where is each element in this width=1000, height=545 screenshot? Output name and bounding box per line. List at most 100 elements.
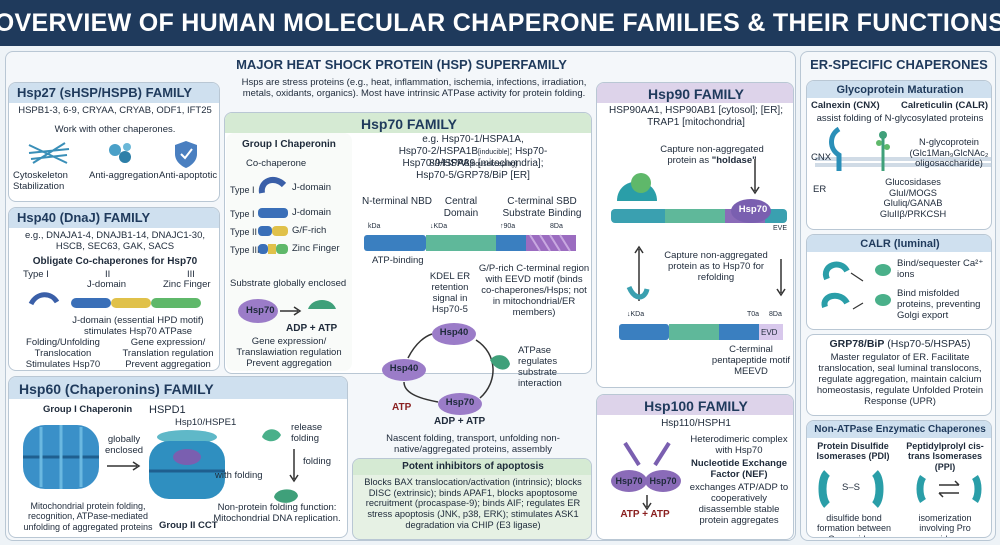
hsp27-note: Work with other chaperones. (54, 124, 176, 135)
hsp40-members: e.g., DNAJA1-4, DNAJB1-14, DNAJC1-30, HS… (24, 230, 206, 252)
hsp70-gprich: G/P-rich C-terminal region with EEVD mot… (478, 263, 590, 318)
page-header: OVERVIEW OF HUMAN MOLECULAR CHAPERONE FA… (0, 0, 1000, 46)
pdi-ss: S–S (842, 482, 860, 493)
hsp40-right-funcs: Gene expression/ Translation regulation … (122, 337, 214, 370)
hsp90-panel: Hsp90 FAMILY HSP90AA1, HSP90AB1 [cytosol… (596, 82, 794, 388)
hsp90-kda-2: T0a (747, 311, 760, 318)
hsp70-members-3: Hsp70-9/HSPA9 [mitochondria]; (402, 158, 544, 169)
hsp100-hetero: Heterodimeric complex with Hsp70 (690, 434, 788, 456)
nglycan-label: N-glycoprotein (Glc1Man₉GlcNAc₂ oligosac… (909, 137, 989, 169)
hsp70-type3: Type III (230, 245, 260, 255)
refold-arrows-icon (634, 245, 644, 301)
hsp100-hsp70-a: Hsp70 (615, 476, 643, 486)
jdomain-shape-icon (258, 176, 287, 194)
hsp40-type3: III (187, 269, 195, 280)
jdomain-bar-icon (258, 208, 288, 218)
hsp70-gene: Gene expression/ Translawiation regulati… (236, 336, 342, 369)
hsp70-sbd-label: C-terminal SBD Substrate Binding (502, 196, 582, 219)
grp78-title-sub: (Hsp70-5/HSPA5) (887, 338, 971, 350)
arrow-right-icon (107, 461, 141, 471)
hsp70-title: Hsp70 FAMILY (361, 116, 457, 132)
hsp70-kda-2: ↓KDa (430, 223, 448, 230)
glucosidases-label: Glucosidases GluI/MOGS Gluliq/GANAB GluI… (879, 177, 947, 220)
hsp60-panel: Hsp60 (Chaperonins) FAMILY Group I Chape… (8, 376, 348, 538)
hsp40-jdomain: J-domain (87, 279, 127, 290)
folded-protein-icon (274, 489, 298, 503)
gf-rich-bar-icon (258, 226, 288, 236)
hsp90-members: HSP90AA1, HSP90AB1 [cytosol]; [ER]; TRAP… (609, 105, 783, 128)
chaperonin-barrel-icon (23, 425, 99, 489)
substrate-loop-icon (626, 285, 650, 300)
hsp27-panel: Hsp27 (sHSP/HSPB) FAMILY HSPB1-3, 6-9, C… (8, 82, 220, 202)
hsp90-clamp-icon (611, 159, 787, 223)
hsp70-cochap: Co-chaperone (246, 158, 307, 169)
glyco-assist: assist folding of N-glycosylated protein… (816, 113, 984, 124)
hsp70-kda-3: ↑90a (500, 223, 516, 230)
zinc-finger-bar-icon (258, 244, 288, 254)
ppi-title: Peptidylprolyl cis-trans Isomerases (PPI… (906, 441, 984, 472)
hsp70-members-2: Hsp70-2/HSPA1B[inducible]; Hsp70-8/HSPA8… (356, 146, 590, 169)
hsp90-capture1-text: Capture non-aggregated protein as (660, 144, 764, 166)
hsp70-kda-4: 8Da (550, 223, 563, 230)
hsp70-cycle-icon (382, 323, 510, 415)
hsp60-folding: folding (303, 456, 331, 467)
superfamily-title: MAJOR HEAT SHOCK PROTEIN (HSP) SUPERFAMI… (236, 57, 567, 72)
er-side-label: ER (813, 184, 827, 195)
superfamily-desc: Hsps are stress proteins (e.g., heat, in… (241, 77, 587, 99)
cycle-atp: ATP (392, 402, 412, 413)
calr-func-1: Bind/sequester Ca²⁺ ions (897, 258, 984, 280)
hsp90-hsp70-label: Hsp70 (738, 204, 768, 215)
nonatp-title: Non-ATPase Enzymatic Chaperones (814, 424, 986, 435)
glyco-panel: Glycoprotein Maturation Calnexin (CNX) C… (806, 80, 992, 230)
calr-title: CALR (luminal) (860, 238, 940, 250)
hsp27-func-3: Anti-apoptotic (159, 170, 218, 181)
hsp70-member-hspa1b: Hsp70-2/HSPA1B (398, 146, 478, 157)
calnexin-label: Calnexin (CNX) (811, 100, 880, 111)
nonatp-panel: Non-ATPase Enzymatic Chaperones Protein … (806, 420, 992, 538)
hsp70-kdel: KDEL ER retention signal in Hsp70-5 (429, 271, 471, 315)
calr-icon (821, 261, 864, 310)
hsp70-members-1: e.g. Hsp70-1/HSPA1A, (422, 134, 524, 145)
shield-icon (175, 141, 197, 168)
hsp60-mito: Mitochondrial protein folding, recogniti… (23, 501, 153, 532)
hsp70-atp-binding: ATP-binding (372, 255, 424, 266)
pdi-desc: disulfide bond formation between Cys res… (816, 513, 892, 537)
hsp70-domain-map-icon (364, 234, 576, 252)
chaperonin-complex-icon (149, 430, 225, 499)
cnx-side-label: CNX (811, 152, 832, 163)
cycle-left-hsp40: Hsp40 (389, 363, 419, 374)
cycle-top-hsp40: Hsp40 (439, 327, 469, 338)
hsp60-group1: Group I Chaperonin (43, 404, 133, 415)
hsp60-withfolding: with folding (215, 470, 263, 481)
grp78-desc: Master regulator of ER. Facilitate trans… (816, 352, 984, 407)
er-membrane-icon (815, 126, 991, 171)
cytoskeleton-icon (28, 142, 70, 164)
down-arrow-icon (776, 259, 786, 297)
hsp90-holdase: "holdase" (711, 154, 757, 166)
hsp90-kda-3: 8Da (769, 311, 782, 318)
hsp90-eve: EVE (773, 225, 788, 232)
glyco-title: Glycoprotein Maturation (836, 84, 964, 96)
hsp60-title: Hsp60 (Chaperonins) FAMILY (19, 381, 214, 397)
cycle-bottom-hsp70: Hsp70 (445, 397, 475, 408)
apoptosis-text: Blocks BAX translocation/activation (int… (364, 477, 582, 530)
calr-panel: CALR (luminal) Bind/sequester Ca²⁺ ions … (806, 234, 992, 330)
hsp100-hsp70-b: Hsp70 (649, 476, 677, 486)
hsp90-domain-map-icon (619, 324, 783, 340)
cycle-adp-atp: ADP + ATP (434, 416, 486, 427)
ppi-icon (916, 475, 982, 503)
hsp70-nascent: Nascent folding, transport, unfolding no… (386, 433, 560, 455)
apoptosis-panel: Potent inhibitors of apoptosis Blocks BA… (352, 458, 592, 540)
hsp40-type2: II (105, 269, 111, 280)
hsp90-evd: EVD (761, 328, 778, 337)
hsp70-type1a-label: J-domain (292, 182, 332, 193)
hsp60-group2: Group II CCT (159, 520, 218, 531)
hsp90-capture2: Capture non-aggregated protein as to Hsp… (664, 250, 768, 283)
apoptosis-title: Potent inhibitors of apoptosis (402, 461, 544, 472)
hsp70-members-4: Hsp70-5/GRP78/BiP [ER] (416, 170, 530, 181)
grp78-title: GRP78/BiP (829, 338, 885, 350)
hsp100-members: Hsp110/HSPH1 (661, 418, 731, 429)
hsp90-capture1: Capture non-aggregated protein as "holda… (657, 144, 767, 167)
hsp40-subtitle: Obligate Co-chaperones for Hsp70 (32, 256, 198, 267)
hsp60-globally: globally enclosed (104, 434, 144, 456)
